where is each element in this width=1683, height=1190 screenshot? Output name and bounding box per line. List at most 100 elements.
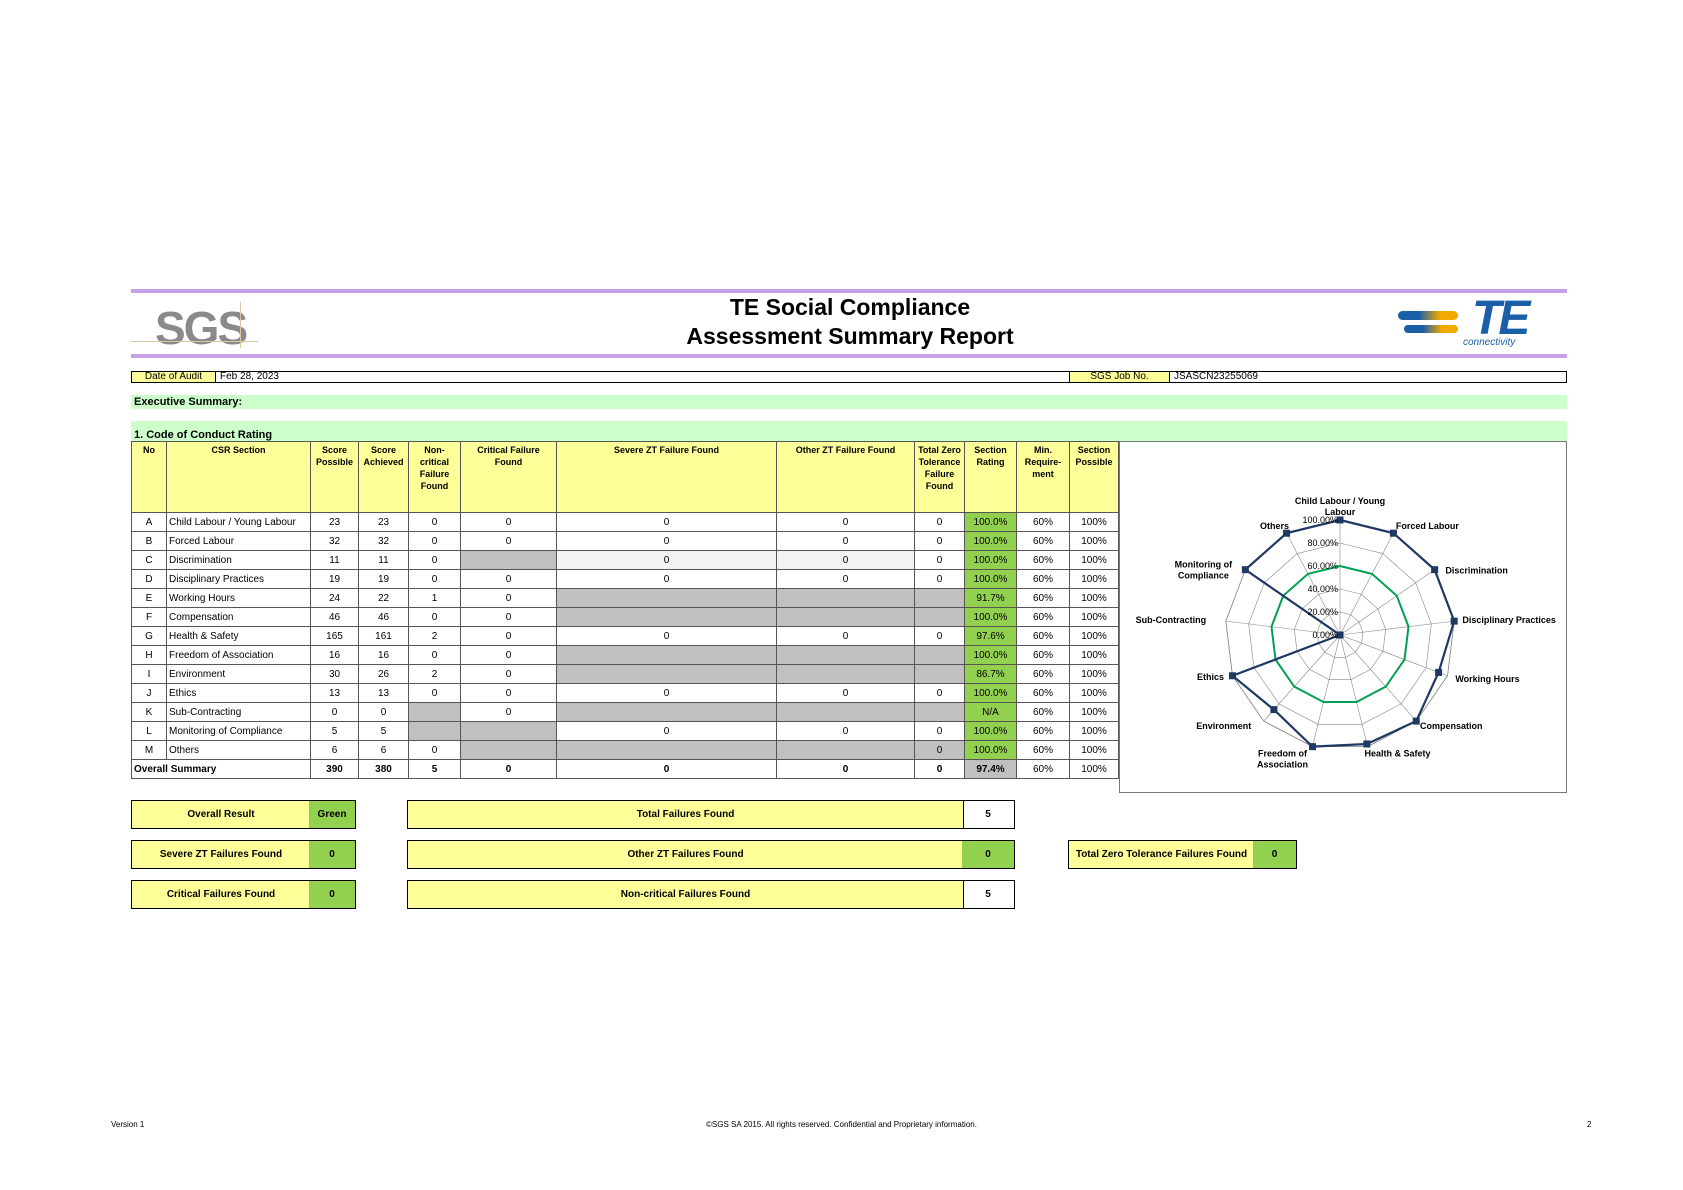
row-section-possible: 100% [1069, 588, 1119, 608]
row-noncrit [408, 702, 461, 722]
series-point [1431, 566, 1439, 574]
column-header: Section Possible [1069, 441, 1119, 513]
severe-zt-value: 0 [309, 841, 355, 868]
series-point [1336, 516, 1344, 524]
row-possible: 32 [310, 531, 359, 551]
row-possible: 6 [310, 740, 359, 760]
row-section-rating: 100.0% [964, 512, 1017, 532]
te-logo: TE [1472, 292, 1530, 345]
row-crit [460, 740, 557, 760]
row-min-requirement: 60% [1016, 531, 1070, 551]
row-section-rating: 100.0% [964, 721, 1017, 741]
severe-zt-box: Severe ZT Failures Found 0 [131, 840, 356, 869]
row-noncrit: 0 [408, 607, 461, 627]
overall-result-box: Overall Result Green [131, 800, 356, 829]
radar-chart-box: 0.00%20.00%40.00%60.00%80.00%100.00%Chil… [1119, 441, 1567, 793]
grid-spoke [1225, 620, 1341, 636]
row-min-requirement: 60% [1016, 626, 1070, 646]
row-section-possible: 100% [1069, 626, 1119, 646]
row-severe [556, 645, 777, 665]
row-total: 0 [914, 512, 965, 532]
row-min-requirement: 60% [1016, 588, 1070, 608]
row-achieved: 26 [358, 664, 409, 684]
grid-spoke [1339, 634, 1448, 677]
row-possible: 46 [310, 607, 359, 627]
row-severe: 0 [556, 683, 777, 703]
row-noncrit: 0 [408, 740, 461, 760]
row-crit [460, 721, 557, 741]
row-section-rating: 100.0% [964, 645, 1017, 665]
tick-label: 40.00% [1307, 584, 1338, 594]
series-point [1412, 717, 1420, 725]
column-header: Score Achieved [358, 441, 409, 513]
category-label: Others [1260, 521, 1289, 531]
row-possible: 19 [310, 569, 359, 589]
row-section: Ethics [166, 683, 311, 703]
category-label: Association [1257, 760, 1308, 770]
summary-possible: 100% [1069, 759, 1119, 779]
row-total [914, 702, 965, 722]
column-header: Other ZT Failure Found [776, 441, 915, 513]
category-label: Environment [1196, 721, 1251, 731]
noncritical-failures-value: 5 [985, 889, 991, 900]
row-crit: 0 [460, 531, 557, 551]
noncritical-failures-label: Non-critical Failures Found [408, 881, 964, 908]
executive-summary-label: Executive Summary: [131, 395, 1567, 409]
total-failures-value: 5 [985, 809, 991, 820]
te-logo-bar-1 [1398, 311, 1458, 320]
row-section-rating: N/A [964, 702, 1017, 722]
row-section-possible: 100% [1069, 702, 1119, 722]
row-section-rating: 86.7% [964, 664, 1017, 684]
row-section: Environment [166, 664, 311, 684]
row-noncrit [408, 721, 461, 741]
grid-spoke [1339, 620, 1455, 636]
row-no: A [131, 512, 167, 532]
row-other: 0 [776, 569, 915, 589]
row-other: 0 [776, 512, 915, 532]
row-total: 0 [914, 740, 965, 760]
row-achieved: 16 [358, 645, 409, 665]
sgs-logo: SGS [155, 302, 248, 354]
row-section-possible: 100% [1069, 607, 1119, 627]
critical-failures-box: Critical Failures Found 0 [131, 880, 356, 909]
sgs-job-value: JSASCN23255069 [1174, 371, 1258, 382]
column-header: CSR Section [166, 441, 311, 513]
tick-label: 20.00% [1307, 607, 1338, 617]
total-zt-label: Total Zero Tolerance Failures Found [1069, 841, 1255, 868]
summary-min: 60% [1016, 759, 1070, 779]
footer-page-number: 2 [1587, 1120, 1592, 1129]
series-point [1450, 617, 1458, 625]
tick-label: 0.00% [1312, 630, 1338, 640]
series-point [1308, 743, 1316, 751]
column-header: Section Rating [964, 441, 1017, 513]
category-label: Freedom of [1258, 749, 1308, 759]
row-other [776, 664, 915, 684]
grid-spoke [1286, 533, 1341, 636]
column-header: Critical Failure Found [460, 441, 557, 513]
row-severe: 0 [556, 721, 777, 741]
total-zt-value: 0 [1253, 841, 1296, 868]
sgs-logo-rule-vertical [240, 302, 241, 348]
column-header: Total Zero Tolerance Failure Found [914, 441, 965, 513]
row-section-possible: 100% [1069, 569, 1119, 589]
row-no: L [131, 721, 167, 741]
row-total [914, 588, 965, 608]
total-failures-box: Total Failures Found 5 [407, 800, 1015, 829]
summary-achieved: 380 [358, 759, 409, 779]
report-title-line1: TE Social Compliance [729, 294, 971, 320]
grid-ring [1248, 542, 1432, 725]
column-header: No [131, 441, 167, 513]
row-min-requirement: 60% [1016, 664, 1070, 684]
row-min-requirement: 60% [1016, 702, 1070, 722]
grid-ring [1294, 588, 1386, 680]
row-total: 0 [914, 683, 965, 703]
series-point [1336, 631, 1344, 639]
row-crit: 0 [460, 645, 557, 665]
radar-chart: 0.00%20.00%40.00%60.00%80.00%100.00%Chil… [1136, 496, 1556, 770]
